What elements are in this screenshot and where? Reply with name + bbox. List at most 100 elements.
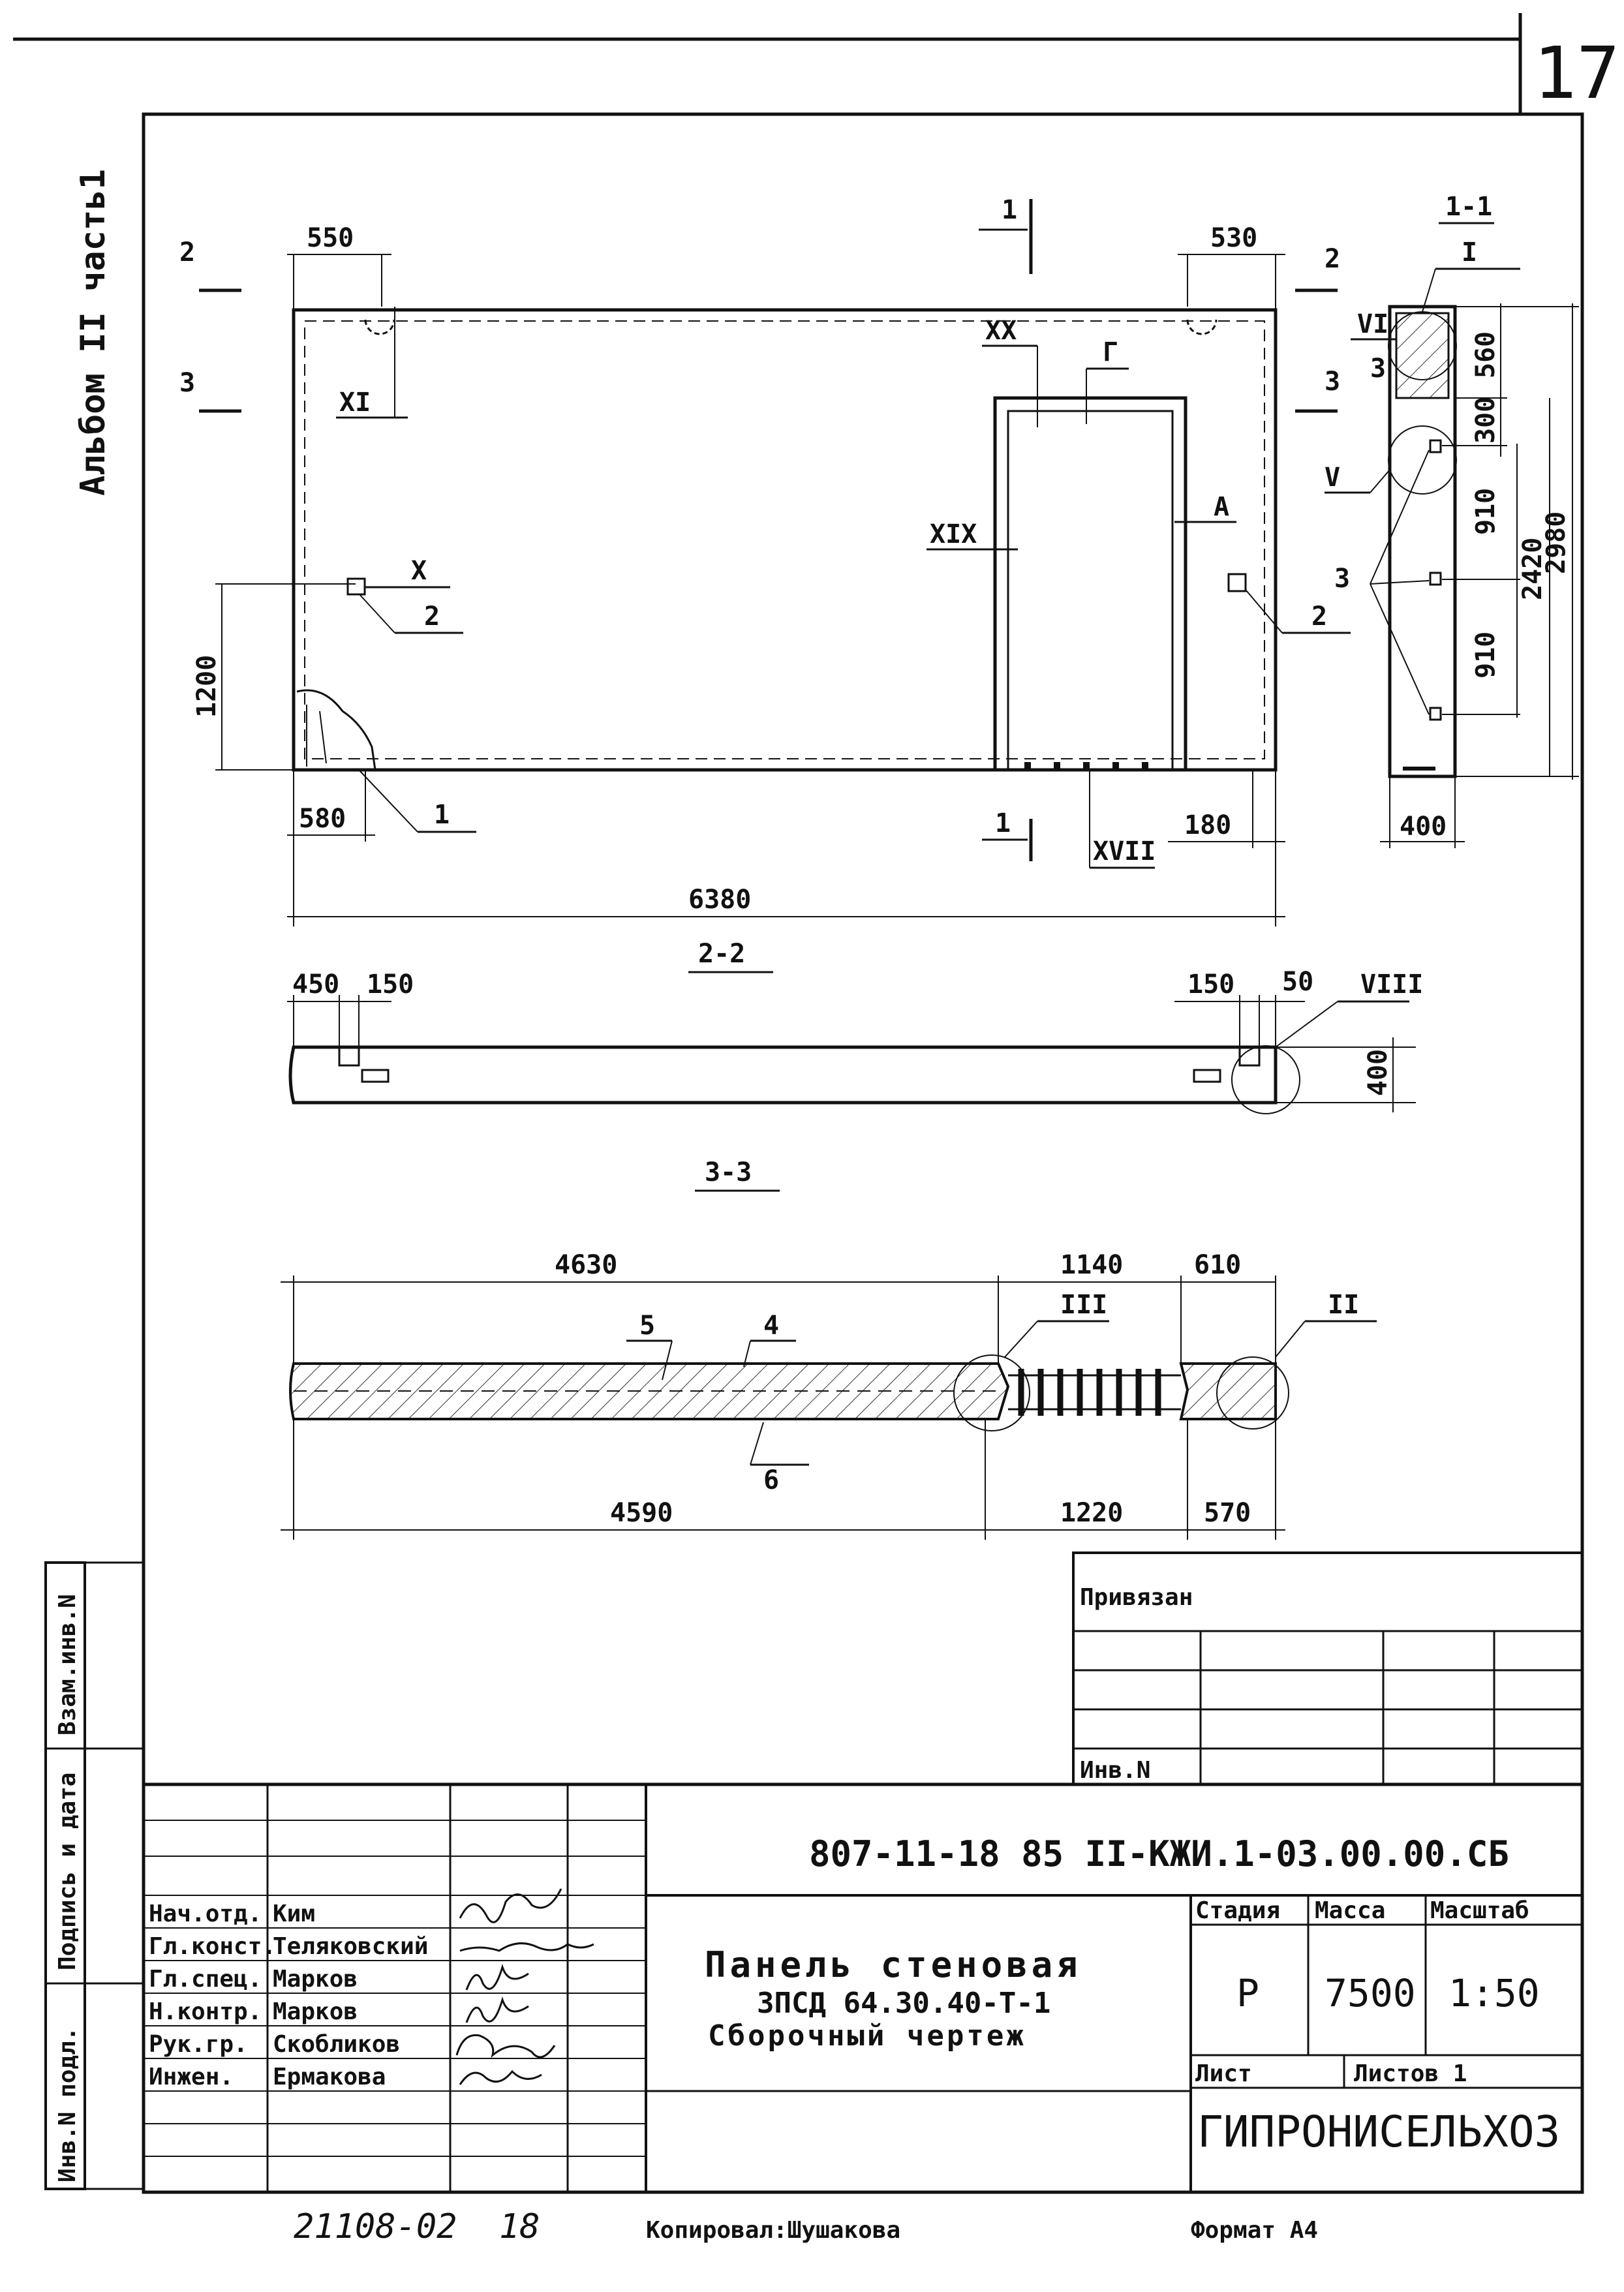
callout-xx: XX [985, 316, 1017, 346]
dim-150-right: 150 [1187, 970, 1234, 1000]
margin-label-podpis: Подпись и дата [54, 1773, 81, 1970]
section-mark-1-bottom: 1 [995, 808, 1011, 838]
dim-4590: 4590 [610, 1498, 673, 1528]
scale-header: Масштаб [1430, 1897, 1529, 1924]
section-2-2: 2-2 450 150 150 50 VIII 400 [287, 939, 1423, 1114]
dim-2420: 2420 [1518, 538, 1548, 600]
dim-550: 550 [307, 223, 354, 253]
mass-value: 7500 [1325, 1971, 1416, 2015]
callout-i: I [1462, 237, 1477, 267]
privyazan-label: Привязан [1080, 1584, 1193, 1611]
title-line-1: Панель стеновая [705, 1944, 1082, 1985]
dim-1140: 1140 [1060, 1250, 1123, 1280]
section-mark-2-right: 2 [1325, 244, 1340, 274]
callout-3-bottom: 3 [1334, 564, 1350, 594]
callout-xvii: XVII [1093, 836, 1156, 866]
callout-5: 5 [639, 1311, 655, 1341]
stage-header: Стадия [1195, 1897, 1280, 1924]
scale-value: 1:50 [1448, 1971, 1540, 2015]
callout-a: А [1214, 492, 1229, 522]
callout-xix: XIX [930, 519, 977, 549]
signatures [455, 1888, 594, 2085]
role-5: Инжен. [149, 2064, 234, 2090]
inv-n-label: Инв.N [1080, 1757, 1150, 1784]
dim-2980: 2980 [1541, 512, 1571, 574]
role-1: Гл.конст. [149, 1933, 276, 1960]
sheet-number: 17 [1533, 31, 1619, 115]
name-5: Ермакова [273, 2064, 386, 2090]
callout-g: Г [1103, 337, 1118, 367]
dim-400: 400 [1400, 812, 1447, 842]
dim-910-top: 910 [1471, 488, 1501, 535]
name-2: Марков [273, 1966, 358, 1993]
section-3-3: 3-3 4630 1140 610 4590 1220 [281, 1157, 1377, 1540]
dim-50: 50 [1282, 967, 1313, 997]
section-mark-1-top: 1 [1002, 195, 1017, 225]
footer: 21108-02 18 Копировал:Шушакова Формат А4 [294, 2207, 1318, 2246]
role-2: Гл.спец. [149, 1966, 262, 1993]
dim-180: 180 [1184, 810, 1231, 840]
format-label: Формат А4 [1191, 2217, 1318, 2244]
section-3-3-title: 3-3 [705, 1157, 752, 1187]
callout-2-left: 2 [424, 602, 440, 632]
mass-header: Масса [1315, 1897, 1385, 1924]
sheet-frame [142, 112, 1584, 2194]
name-0: Ким [273, 1901, 315, 1927]
name-3: Марков [273, 1998, 358, 2025]
title-block: 807-11-18 85 II-КЖИ.1-03.00.00.СБ Панель… [142, 1782, 1584, 2194]
page-number: 18 [499, 2207, 540, 2246]
callout-6: 6 [763, 1465, 779, 1495]
dim-580: 580 [299, 804, 346, 834]
callout-2-right: 2 [1311, 602, 1327, 632]
callout-v: V [1325, 463, 1340, 493]
dim-6380: 6380 [688, 885, 751, 915]
callout-ii: II [1328, 1290, 1359, 1320]
name-1: Теляковский [273, 1933, 428, 1960]
callout-x: X [411, 556, 427, 586]
copied-by: Копировал:Шушакова [646, 2217, 900, 2244]
role-0: Нач.отд. [149, 1901, 262, 1927]
title-line-2: 3ПСД 64.30.40-Т-1 [757, 1987, 1050, 2020]
callout-viii: VIII [1360, 970, 1423, 1000]
margin-label-inv: Инв.N подл. [54, 2027, 81, 2182]
dim-450: 450 [292, 970, 339, 1000]
callout-3-top: 3 [1370, 354, 1386, 384]
section-2-2-title: 2-2 [698, 939, 745, 969]
dim-610: 610 [1194, 1250, 1241, 1280]
organization: ГИПРОНИСЕЛЬХОЗ [1197, 2107, 1560, 2157]
dim-400-2-2: 400 [1363, 1049, 1393, 1096]
callout-xi: XI [339, 388, 371, 418]
section-1-1-title: 1-1 [1445, 192, 1492, 222]
dim-150-left: 150 [367, 970, 414, 1000]
document-code: 807-11-18 85 II-КЖИ.1-03.00.00.СБ [809, 1833, 1509, 1874]
panel-plan-view: 550 530 1200 580 180 6380 1 1 2 2 [179, 195, 1351, 926]
section-mark-2-left: 2 [179, 237, 195, 267]
archive-number: 21108-02 [294, 2207, 457, 2246]
section-mark-3-left: 3 [179, 368, 195, 398]
role-4: Рук.гр. [149, 2031, 248, 2058]
dim-1220: 1220 [1060, 1498, 1123, 1528]
callout-vi: VI [1357, 309, 1388, 339]
section-mark-3-right: 3 [1325, 367, 1340, 397]
dim-570: 570 [1204, 1498, 1251, 1528]
callout-1: 1 [434, 800, 450, 830]
dim-300: 300 [1471, 397, 1501, 444]
stage-value: Р [1236, 1971, 1259, 2015]
callout-4: 4 [763, 1311, 779, 1341]
album-note: Альбом II часть1 [74, 169, 113, 496]
dim-530: 530 [1210, 223, 1257, 253]
dim-1200: 1200 [192, 655, 222, 718]
margin-strip: Взам.инв.N Подпись и дата Инв.N подл. [44, 1561, 144, 2190]
binding-box: Привязан Инв.N [1072, 1551, 1584, 1786]
name-4: Скобликов [273, 2031, 400, 2058]
sheets-label: Листов 1 [1354, 2060, 1467, 2087]
dim-4630: 4630 [555, 1250, 617, 1280]
dim-910-bottom: 910 [1471, 632, 1501, 679]
sheet-label: Лист [1195, 2060, 1252, 2087]
title-line-3: Сборочный чертеж [708, 2019, 1026, 2053]
margin-label-vzam: Взам.инв.N [54, 1594, 81, 1735]
callout-iii: III [1060, 1290, 1107, 1320]
section-1-1: 1-1 I VI 3 V 3 560 300 [1325, 192, 1579, 848]
role-3: Н.контр. [149, 1998, 262, 2025]
